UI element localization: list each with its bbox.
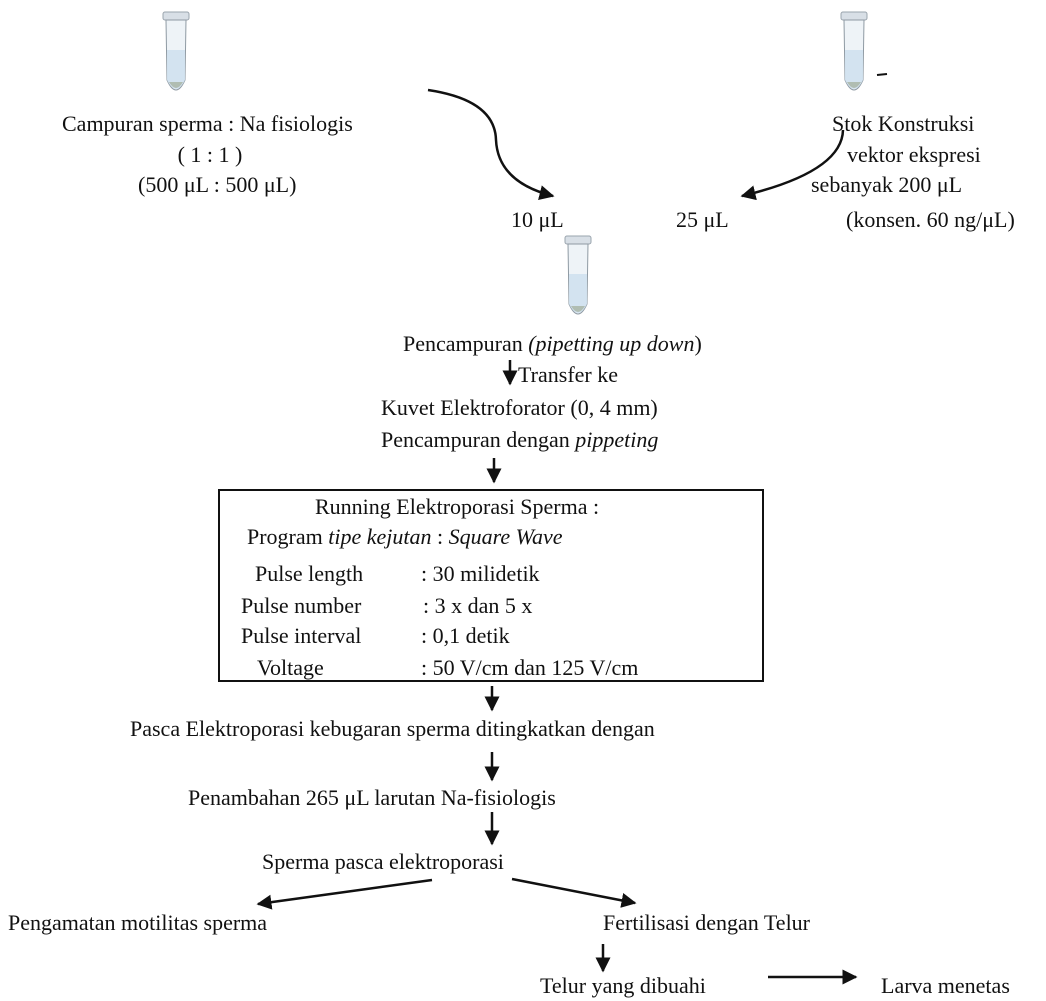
box-program: Program tipe kejutan : Square Wave [247,524,563,549]
right-tube-icon [840,11,868,91]
left-take-amount: 10 μL [511,207,564,232]
right-source-line4: (konsen. 60 ng/μL) [846,207,1015,232]
fertilized-egg: Telur yang dibuahi [540,973,706,998]
arrow-left-source [427,88,555,200]
transfer-label: Transfer ke [518,362,618,387]
arrow-to-motility [256,878,433,910]
right-take-amount: 25 μL [676,207,729,232]
right-source-line3: sebanyak 200 μL [811,172,963,197]
param-label: Voltage [257,655,324,680]
left-source-line3: (500 μL : 500 μL) [138,172,297,197]
param-value: : 30 milidetik [421,561,540,586]
param-value: : 3 x dan 5 x [423,593,533,618]
param-label: Pulse number [241,593,362,618]
arrow-to-fert [511,877,637,908]
add-solution-step: Penambahan 265 μL larutan Na-fisiologis [188,785,556,810]
box-title: Running Elektroporasi Sperma : [315,494,600,519]
motility-observation: Pengamatan motilitas sperma [8,910,268,935]
param-value: : 0,1 detik [421,623,510,648]
hatched-larva: Larva menetas [881,973,1010,998]
mix-tube-icon [564,235,592,315]
right-source-line2: vektor ekspresi [847,142,981,167]
param-value: : 50 V/cm dan 125 V/cm [421,655,639,680]
fertilization-step: Fertilisasi dengan Telur [603,910,811,935]
arrow-right-source [740,129,845,201]
param-label: Pulse interval [241,623,362,648]
mixing-step: Pencampuran (pipetting up down) [403,331,702,356]
right-source-line1: Stok Konstruksi [832,111,975,136]
mixing-pippeting: Pencampuran dengan pippeting [381,427,659,452]
param-label: Pulse length [255,561,364,586]
sperm-post-step: Sperma pasca elektroporasi [262,849,504,874]
left-source-line1: Campuran sperma : Na fisiologis [62,111,353,136]
left-tube-icon [162,11,190,91]
cuvette-label: Kuvet Elektroforator (0, 4 mm) [381,395,658,420]
left-source-line2: ( 1 : 1 ) [177,142,243,167]
post-electroporation-step: Pasca Elektroporasi kebugaran sperma dit… [130,716,655,741]
electroporation-box [218,489,764,682]
